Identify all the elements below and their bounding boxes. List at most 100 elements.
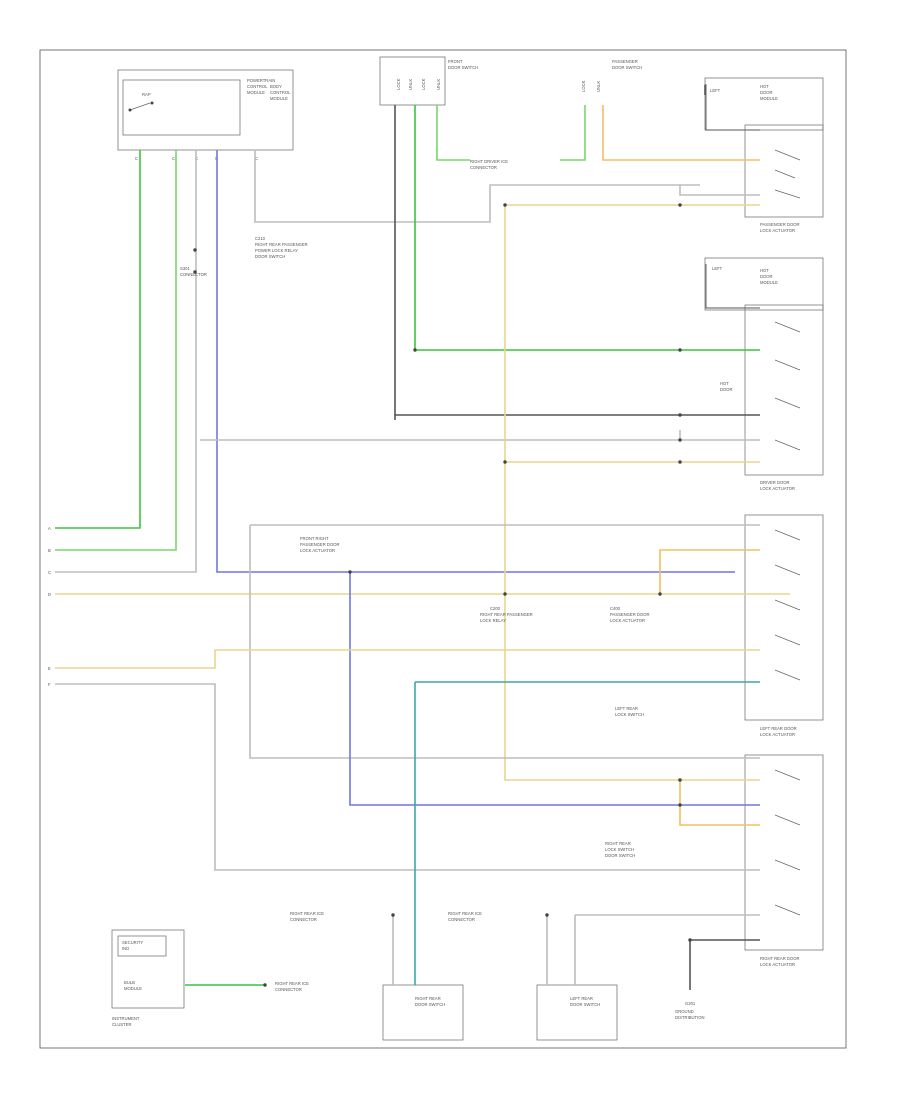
svg-text:PASSENGER DOOR: PASSENGER DOOR xyxy=(300,542,339,547)
svg-text:LOCK: LOCK xyxy=(581,80,586,92)
svg-text:HOT: HOT xyxy=(720,381,729,386)
splice-node-17 xyxy=(193,248,197,252)
splice-node-13 xyxy=(678,803,682,807)
splice-node-5 xyxy=(678,348,682,352)
svg-text:POWERTRAIN: POWERTRAIN xyxy=(247,78,275,83)
svg-text:LOCK ACTUATOR: LOCK ACTUATOR xyxy=(760,486,795,491)
svg-text:RIGHT REAR DOOR: RIGHT REAR DOOR xyxy=(760,956,799,961)
svg-text:C: C xyxy=(255,156,258,161)
svg-text:HOT: HOT xyxy=(760,84,769,89)
svg-text:PASSENGER: PASSENGER xyxy=(612,59,638,64)
svg-text:FRONT RIGHT: FRONT RIGHT xyxy=(300,536,329,541)
bottom-switch-2: LEFT REAR DOOR SWITCH xyxy=(536,984,618,1041)
svg-text:CONNECTOR: CONNECTOR xyxy=(180,272,207,277)
svg-text:DISTRIBUTION: DISTRIBUTION xyxy=(675,1015,705,1020)
svg-text:LOCK SWITCH: LOCK SWITCH xyxy=(615,712,644,717)
splice-node-10 xyxy=(678,413,682,417)
svg-text:E: E xyxy=(48,666,51,671)
svg-text:CONNECTOR: CONNECTOR xyxy=(448,917,475,922)
svg-text:MODULE: MODULE xyxy=(760,96,778,101)
svg-text:DOOR: DOOR xyxy=(760,90,773,95)
svg-text:RAP: RAP xyxy=(142,92,151,97)
splice-node-2 xyxy=(503,460,507,464)
svg-text:LEFT: LEFT xyxy=(710,88,721,93)
svg-text:LOCK ACTUATOR: LOCK ACTUATOR xyxy=(760,228,795,233)
svg-text:PASSENGER DOOR: PASSENGER DOOR xyxy=(610,612,649,617)
bottom-right-splice: G301 GROUND DISTRIBUTION xyxy=(675,1001,705,1020)
splice-node-1 xyxy=(413,348,417,352)
splice-node-6 xyxy=(678,778,682,782)
splice-node-3 xyxy=(503,592,507,596)
bottom-switch-1: RIGHT REAR DOOR SWITCH xyxy=(382,984,464,1041)
right-module-4: RIGHT REAR DOOR LOCK ACTUATOR xyxy=(744,754,824,967)
svg-text:LOCK SWITCH: LOCK SWITCH xyxy=(605,847,634,852)
splice-node-12 xyxy=(678,460,682,464)
svg-text:LOCK ACTUATOR: LOCK ACTUATOR xyxy=(760,962,795,967)
svg-text:UNLK: UNLK xyxy=(436,79,441,90)
splice-node-9 xyxy=(678,203,682,207)
svg-text:RIGHT REAR: RIGHT REAR xyxy=(605,841,631,846)
svg-text:DOOR SWITCH: DOOR SWITCH xyxy=(605,853,635,858)
splice-node-14 xyxy=(391,913,395,917)
svg-text:POWER LOCK RELAY: POWER LOCK RELAY xyxy=(255,248,298,253)
top-mid-module-b: PASSENGER DOOR SWITCH LOCK UNLK xyxy=(581,59,642,92)
wire-20 xyxy=(349,572,760,806)
svg-text:UNLK: UNLK xyxy=(596,81,601,92)
instrument-cluster: SECURITY IND BULB MODULE INSTRUMENT CLUS… xyxy=(111,929,185,1027)
wires-layer xyxy=(55,85,790,990)
svg-text:UNLK: UNLK xyxy=(408,79,413,90)
svg-text:RIGHT REAR ICE: RIGHT REAR ICE xyxy=(290,911,324,916)
svg-text:D: D xyxy=(48,592,51,597)
splice-node-18 xyxy=(193,270,197,274)
svg-text:LEFT REAR DOOR: LEFT REAR DOOR xyxy=(760,726,797,731)
splice-node-4 xyxy=(658,592,662,596)
svg-text:C210: C210 xyxy=(255,236,266,241)
top-left-module: RAP POWERTRAIN CONTROL MODULE BODY CONTR… xyxy=(117,69,294,161)
svg-text:MODULE: MODULE xyxy=(247,90,265,95)
wire-8 xyxy=(436,105,470,161)
svg-text:BULB: BULB xyxy=(124,980,135,985)
svg-text:G301: G301 xyxy=(685,1001,696,1006)
svg-text:RIGHT DRIVER ICE: RIGHT DRIVER ICE xyxy=(470,159,508,164)
splice-node-11 xyxy=(678,438,682,442)
splice-node-16 xyxy=(688,938,692,942)
svg-text:C200: C200 xyxy=(490,606,501,611)
splice-labels: RIGHT DRIVER ICE CONNECTOR C210 RIGHT RE… xyxy=(180,159,649,992)
wire-4 xyxy=(216,150,735,573)
wire-15 xyxy=(504,462,760,781)
svg-text:RIGHT REAR: RIGHT REAR xyxy=(415,996,441,1001)
svg-text:INSTRUMENT: INSTRUMENT xyxy=(112,1016,140,1021)
svg-text:A: A xyxy=(48,526,51,531)
splice-node-15 xyxy=(545,913,549,917)
svg-text:DOOR: DOOR xyxy=(760,274,773,279)
wire-5 xyxy=(254,150,700,223)
svg-text:CONNECTOR: CONNECTOR xyxy=(290,917,317,922)
svg-text:DOOR: DOOR xyxy=(720,387,733,392)
svg-text:FRONT: FRONT xyxy=(448,59,463,64)
splice-node-7 xyxy=(348,570,352,574)
svg-text:CONNECTOR: CONNECTOR xyxy=(275,987,302,992)
splice-node-8 xyxy=(503,203,507,207)
svg-text:LEFT REAR: LEFT REAR xyxy=(570,996,593,1001)
svg-text:DOOR SWITCH: DOOR SWITCH xyxy=(570,1002,600,1007)
right-module-3: LEFT REAR DOOR LOCK ACTUATOR LEFT REAR L… xyxy=(615,514,824,737)
svg-text:LOCK ACTUATOR: LOCK ACTUATOR xyxy=(760,732,795,737)
svg-text:CLUSTER: CLUSTER xyxy=(112,1022,132,1027)
left-connectors: A B C D E F xyxy=(48,526,51,687)
svg-text:IND: IND xyxy=(122,946,129,951)
svg-text:DOOR SWITCH: DOOR SWITCH xyxy=(612,65,642,70)
wire-14 xyxy=(504,205,760,463)
svg-text:LOCK: LOCK xyxy=(421,78,426,90)
svg-text:MODULE: MODULE xyxy=(270,96,288,101)
svg-text:DOOR SWITCH: DOOR SWITCH xyxy=(255,254,285,259)
svg-text:DOOR SWITCH: DOOR SWITCH xyxy=(415,1002,445,1007)
top-mid-module: FRONT DOOR SWITCH LOCK UNLK LOCK UNLK xyxy=(379,56,478,106)
svg-text:S301: S301 xyxy=(180,266,190,271)
svg-text:LEFT: LEFT xyxy=(712,266,723,271)
svg-text:LOCK: LOCK xyxy=(396,78,401,90)
svg-text:DOOR SWITCH: DOOR SWITCH xyxy=(448,65,478,70)
svg-text:HOT: HOT xyxy=(760,268,769,273)
svg-text:MODULE: MODULE xyxy=(760,280,778,285)
svg-text:BODY: BODY xyxy=(270,84,282,89)
svg-text:RIGHT REAR ICE: RIGHT REAR ICE xyxy=(448,911,482,916)
